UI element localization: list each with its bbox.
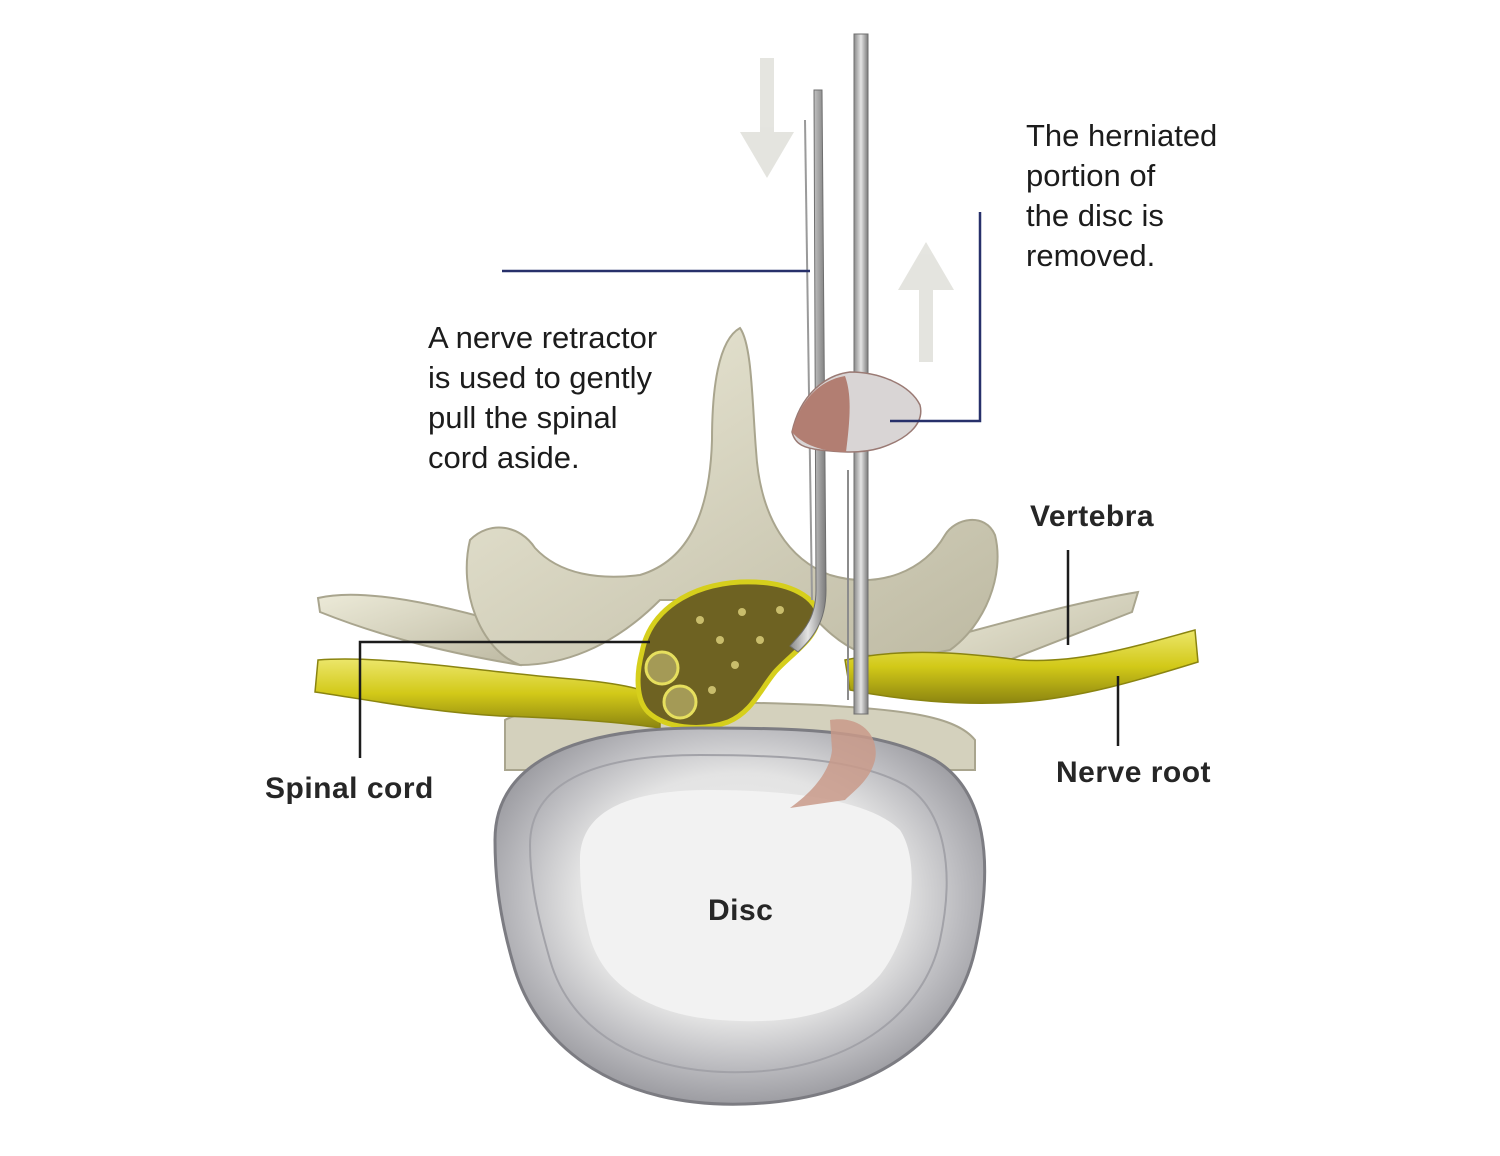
retractor-caption: A nerve retractor is used to gently pull… [428, 318, 657, 478]
down-arrow-icon [740, 58, 794, 178]
spinal-cord-leader-line [358, 640, 650, 758]
spinal-cord-label: Spinal cord [265, 772, 434, 805]
herniated-caption-line: removed. [1026, 238, 1156, 273]
retractor-caption-line: A nerve retractor [428, 320, 658, 355]
retractor-caption-line: pull the spinal [428, 400, 618, 435]
disc-shape [493, 719, 987, 1106]
leader-lines [358, 212, 1120, 758]
herniated-caption: The herniated portion of the disc is rem… [1026, 116, 1217, 276]
herniated-leader-line [890, 212, 982, 423]
vertebra-label: Vertebra [1030, 500, 1155, 533]
retractor-caption-line: is used to gently [428, 360, 653, 395]
herniated-caption-line: The herniated [1026, 118, 1218, 153]
herniated-caption-line: portion of [1026, 158, 1156, 193]
nerve-root-label: Nerve root [1056, 756, 1212, 789]
up-arrow-icon [898, 242, 954, 362]
spinal-cord-shape [635, 579, 821, 730]
nerve-retractor [789, 89, 827, 653]
herniated-fragment [791, 371, 922, 453]
retractor-caption-line: cord aside. [428, 440, 580, 475]
disc-label: Disc [708, 894, 774, 927]
herniated-caption-line: the disc is [1026, 198, 1164, 233]
